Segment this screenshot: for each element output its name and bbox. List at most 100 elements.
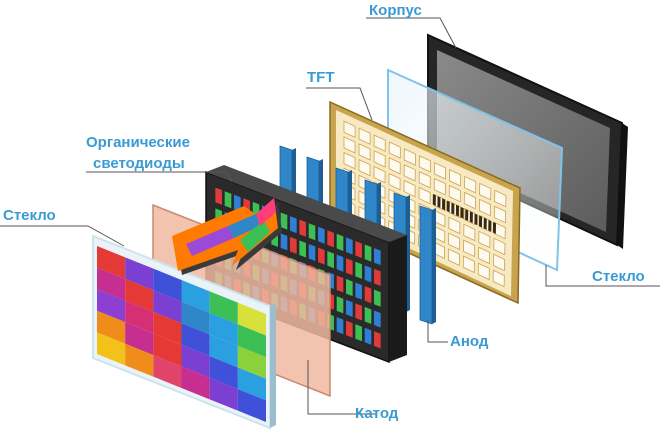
color-grid-cell	[237, 324, 266, 358]
color-grid-cell	[153, 268, 182, 302]
label-oled-line2: светодиоды	[93, 155, 185, 172]
led-cell	[224, 191, 232, 209]
color-grid-cell	[97, 267, 126, 301]
tft-driver-pin	[465, 209, 469, 221]
color-grid-cell	[237, 367, 266, 401]
color-grid-cell	[209, 312, 238, 346]
color-grid	[97, 246, 266, 422]
tft-cell	[418, 171, 431, 189]
led-cell	[327, 251, 334, 269]
tft-cell	[358, 158, 371, 177]
label-glass-left: Стекло	[3, 207, 56, 224]
led-cell	[336, 275, 344, 293]
tft-cell	[373, 150, 386, 168]
led-cell	[346, 320, 353, 338]
tft-driver-pin	[460, 206, 464, 219]
tft-cell	[493, 237, 506, 256]
tft-cell	[373, 134, 386, 152]
tft-driver-pin	[446, 200, 450, 213]
led-cell	[364, 286, 372, 304]
tft-driver-pin	[432, 194, 436, 206]
led-cell	[336, 317, 344, 335]
color-grid-cell	[209, 377, 238, 411]
tft-cell	[343, 136, 356, 154]
led-cell	[364, 306, 372, 325]
led-cell	[374, 331, 381, 349]
led-cell	[346, 299, 353, 317]
color-grid-cell	[181, 323, 210, 357]
led-cell	[299, 219, 306, 237]
color-grid-cell	[125, 278, 154, 312]
tft-cell	[403, 179, 416, 198]
tft-driver-pin	[488, 219, 492, 232]
led-cell	[280, 233, 288, 251]
tft-cell	[493, 253, 506, 272]
led-cell	[308, 243, 316, 262]
led-cell	[290, 236, 297, 254]
tft-cell	[463, 239, 476, 258]
label-tft: TFT	[307, 69, 335, 86]
color-grid-cell	[209, 356, 238, 390]
color-grid-cell	[153, 333, 182, 367]
tft-cell	[388, 157, 401, 175]
led-cell	[299, 240, 306, 258]
led-cell	[355, 240, 362, 259]
tft-layer	[329, 100, 521, 305]
color-grid-cell	[237, 302, 266, 336]
color-grid-cell	[181, 344, 210, 378]
tft-cell	[418, 155, 431, 173]
led-cell	[364, 327, 372, 345]
color-grid-cell	[153, 355, 182, 388]
tft-cell	[492, 269, 505, 288]
tft-driver-pin	[455, 204, 460, 217]
led-cell	[374, 248, 381, 266]
color-grid-cell	[181, 280, 210, 313]
tft-cell	[478, 198, 491, 217]
anode-strip-side	[432, 208, 436, 324]
tft-cell	[494, 189, 507, 208]
tft-cell	[449, 169, 462, 187]
color-grid-cell	[209, 334, 238, 368]
rainbow-arrow-icon	[172, 198, 282, 275]
tft-cell	[403, 148, 416, 166]
tft-cell	[448, 184, 461, 203]
tft-cell	[463, 191, 476, 210]
led-cell	[290, 216, 297, 234]
tft-cell	[418, 186, 431, 205]
color-grid-cell	[125, 257, 154, 291]
led-cell	[336, 296, 344, 314]
leader-lines	[0, 17, 660, 415]
color-grid-cell	[125, 343, 154, 377]
led-cell	[346, 237, 353, 255]
tft-driver-pin	[469, 211, 473, 224]
color-grid-cell	[153, 290, 182, 324]
led-cell	[346, 258, 353, 276]
color-grid-cell	[181, 366, 210, 400]
led-cell	[336, 233, 344, 251]
tft-cell	[358, 143, 371, 161]
color-grid-cell	[97, 332, 126, 366]
tft-cell	[433, 162, 447, 180]
tft-cell	[403, 164, 416, 182]
led-cell	[374, 289, 381, 307]
color-grid-cell	[237, 345, 266, 379]
tft-cell	[477, 262, 490, 281]
tft-driver-pin	[437, 196, 441, 209]
tft-driver-strip	[432, 194, 497, 234]
tft-driver-pin	[492, 221, 497, 234]
label-glass-right: Стекло	[592, 268, 645, 285]
color-grid-cell	[97, 289, 126, 323]
tft-driver-pin	[474, 213, 478, 226]
label-anode: Анод	[450, 333, 489, 350]
front-glass-layer	[92, 234, 276, 430]
tft-cell	[478, 246, 491, 265]
led-cell	[355, 303, 362, 321]
label-oled-line1: Органические	[86, 134, 190, 151]
led-cell	[280, 212, 288, 230]
led-cell	[374, 268, 381, 286]
color-grid-cell	[125, 322, 154, 356]
color-grid-cell	[237, 389, 266, 422]
led-cell	[364, 244, 372, 262]
tft-cell	[388, 172, 401, 191]
